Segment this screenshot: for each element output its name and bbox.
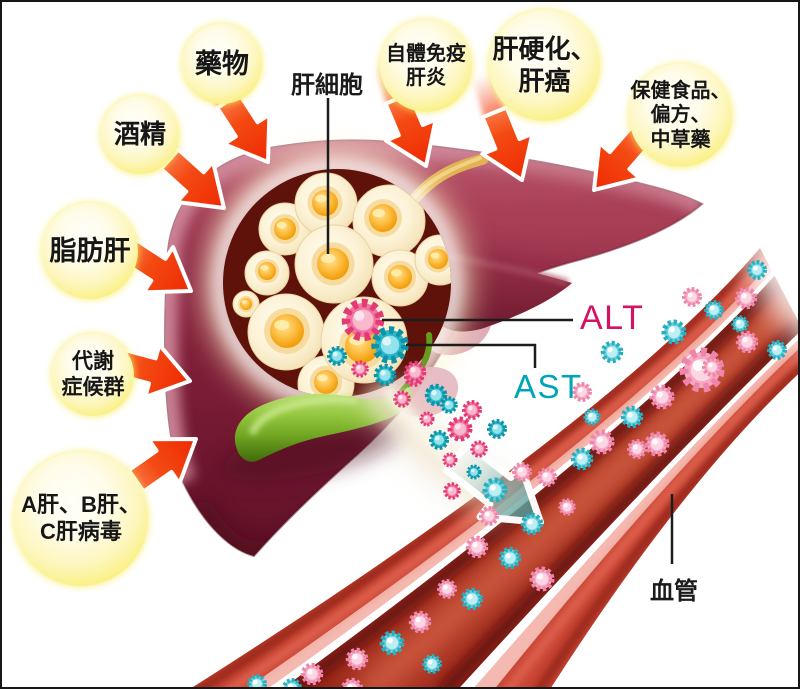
vessel-end-fade (742, 228, 798, 368)
alt-particle-icon (644, 431, 670, 457)
alt-particle-icon (300, 662, 324, 686)
alt-particle-icon (734, 286, 758, 310)
cause-label: 自體免疫 肝炎 (386, 42, 466, 89)
hepatocyte-cell (247, 293, 325, 371)
ast-particle-icon (747, 260, 767, 280)
alt-particle-icon (470, 440, 488, 458)
alt-particle-icon (403, 360, 427, 384)
hepatocyte-cell (244, 250, 290, 296)
ast-particle-icon (482, 477, 508, 503)
cause-bubble-autoimmune: 自體免疫 肝炎 (380, 20, 472, 112)
hepatocyte-cell (414, 234, 451, 286)
alt-particle-icon (572, 382, 592, 402)
cause-bubble-alcohol: 酒精 (101, 96, 179, 174)
ast-particle-icon (600, 340, 624, 364)
alt-particle-icon (419, 411, 435, 427)
ast-particle-icon (487, 419, 507, 439)
ast-leader-line (406, 343, 537, 368)
alt-particle-icon (442, 452, 458, 468)
ast-particle-icon (767, 340, 787, 360)
alt-particle-icon (345, 647, 369, 671)
ast-label: AST (514, 368, 583, 405)
ast-particle-icon (498, 546, 522, 570)
hepatocyte-cell (294, 224, 374, 304)
ast-particle-icon (583, 408, 601, 426)
ast-particle-icon (704, 300, 724, 320)
cause-bubble-hepatitis-viruses: A肝、B肝、 C肝病毒 (14, 452, 148, 586)
alt-particle-icon (393, 390, 411, 408)
cause-bubble-drugs: 藥物 (182, 24, 262, 104)
cause-label: 藥物 (195, 48, 249, 79)
ast-particle-icon (620, 405, 644, 429)
cause-label: A肝、B肝、 C肝病毒 (21, 492, 141, 544)
cause-bubble-cirrhosis-cancer: 肝硬化、 肝癌 (489, 10, 600, 121)
alt-particle-icon (537, 467, 557, 487)
ast-particle-icon (731, 315, 749, 333)
ast-particle-icon (520, 512, 544, 536)
alt-particle-icon (447, 416, 473, 442)
alt-particle-icon (512, 462, 532, 482)
vessel-media (474, 340, 798, 687)
cause-label: 肝硬化、 肝癌 (492, 33, 597, 96)
cause-label: 脂肪肝 (49, 235, 131, 266)
ast-particle-icon (460, 587, 484, 611)
ast-particle-icon (424, 383, 448, 407)
alt-label: ALT (580, 299, 645, 337)
hepatocyte-cell (352, 184, 426, 258)
ast-particle-icon (440, 396, 458, 414)
ast-particle-icon (429, 430, 449, 450)
cause-bubble-fatty-liver: 脂肪肝 (42, 203, 138, 299)
alt-particle-icon (589, 429, 615, 455)
ast-particle-icon (570, 447, 594, 471)
cause-label: 酒精 (113, 119, 166, 150)
blood-vessel-label: 血管 (650, 578, 698, 605)
alt-particle-icon (479, 506, 499, 526)
alt-particle-icon (465, 535, 489, 559)
alt-particle-icon (702, 357, 722, 377)
blood-vessel (190, 248, 798, 687)
ast-particle-icon (466, 464, 482, 480)
enzyme-particles (247, 260, 787, 687)
alt-particle-icon (341, 298, 385, 342)
alt-particle-icon (735, 330, 759, 354)
cause-bubble-metabolic-syndrome: 代謝 症候群 (52, 334, 134, 416)
alt-particle-icon (340, 677, 364, 687)
ast-particle-icon (422, 654, 442, 674)
ast-particle-icon (379, 630, 405, 656)
alt-particle-icon (558, 498, 576, 516)
hepatocyte-cell (294, 172, 358, 236)
hepatocyte-cell (371, 249, 429, 307)
alt-particle-icon (462, 400, 482, 420)
alt-particle-icon (529, 566, 555, 592)
alt-particle-icon (649, 384, 675, 410)
ast-particle-icon (327, 346, 347, 366)
ast-particle-icon (247, 674, 267, 687)
ast-particle-icon (373, 363, 397, 387)
alt-particle-icon (627, 439, 647, 459)
vessel-intima (460, 333, 798, 687)
alt-particle-icon (682, 287, 702, 307)
ast-particle-icon (282, 678, 302, 687)
alt-particle-icon (351, 360, 369, 378)
cause-label: 代謝 症候群 (61, 350, 125, 399)
ast-particle-icon (661, 319, 687, 345)
hepatocyte-cell (232, 290, 260, 318)
ast-particle-icon (371, 326, 409, 364)
cause-label: 保健食品、 偏方、 中草藥 (630, 79, 731, 151)
leader-lines (326, 98, 674, 564)
alt-particle-icon (443, 482, 461, 500)
cause-bubble-supplements-herbs: 保健食品、 偏方、 中草藥 (629, 64, 732, 167)
hepatocyte-label: 肝細胞 (291, 72, 363, 99)
alt-particle-icon (408, 610, 432, 634)
alt-particle-icon (437, 579, 457, 599)
